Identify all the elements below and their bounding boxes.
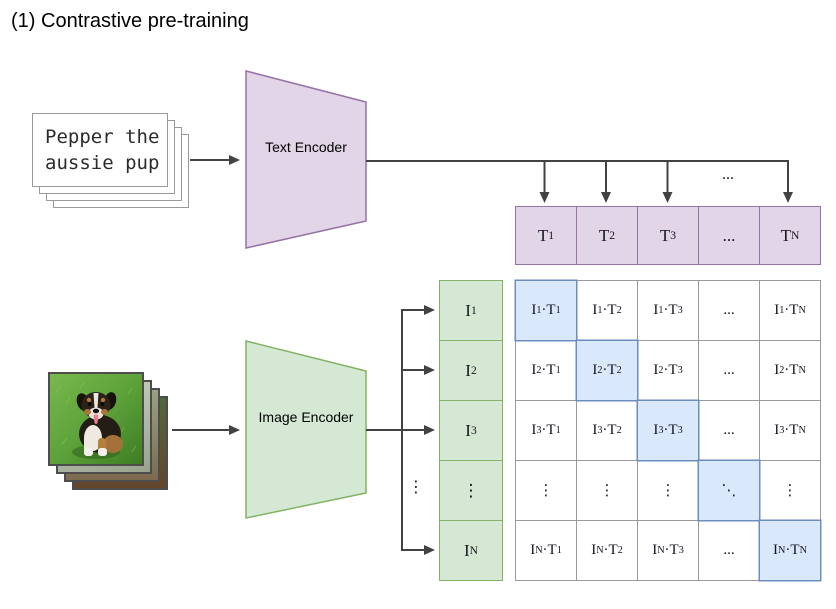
image-encoder-shape [245,340,367,519]
figure-title: (1) Contrastive pre-training [11,10,249,32]
photo-front [48,372,144,466]
text-embedding-ellipsis: ... [699,207,759,264]
matrix-cell: ⋮ [760,461,820,520]
text-encoder-label: Text Encoder [265,139,347,155]
puppy-image [50,374,142,464]
image-encoder-label: Image Encoder [258,409,354,425]
left-ellipsis: ⋮ [408,479,424,496]
matrix-cell: ... [699,341,759,400]
matrix-cell: ⋱ [699,461,759,520]
image-embedding-ellipsis: ⋮ [440,461,502,520]
matrix-cell: ... [699,281,759,340]
top-ellipsis: ... [722,166,734,183]
text-embedding-bus [366,160,793,203]
matrix-cell: ... [699,401,759,460]
text-input-line2: aussie pup [45,152,160,174]
text-input-line1: Pepper the [45,126,160,148]
matrix-cell: ⋮ [638,461,698,520]
text-encoder-shape [245,70,367,249]
matrix-cell: ... [699,521,759,580]
text-card-front: Pepper the aussie pup [32,113,168,187]
matrix-cell: ⋮ [577,461,637,520]
matrix-cell: ⋮ [516,461,576,520]
